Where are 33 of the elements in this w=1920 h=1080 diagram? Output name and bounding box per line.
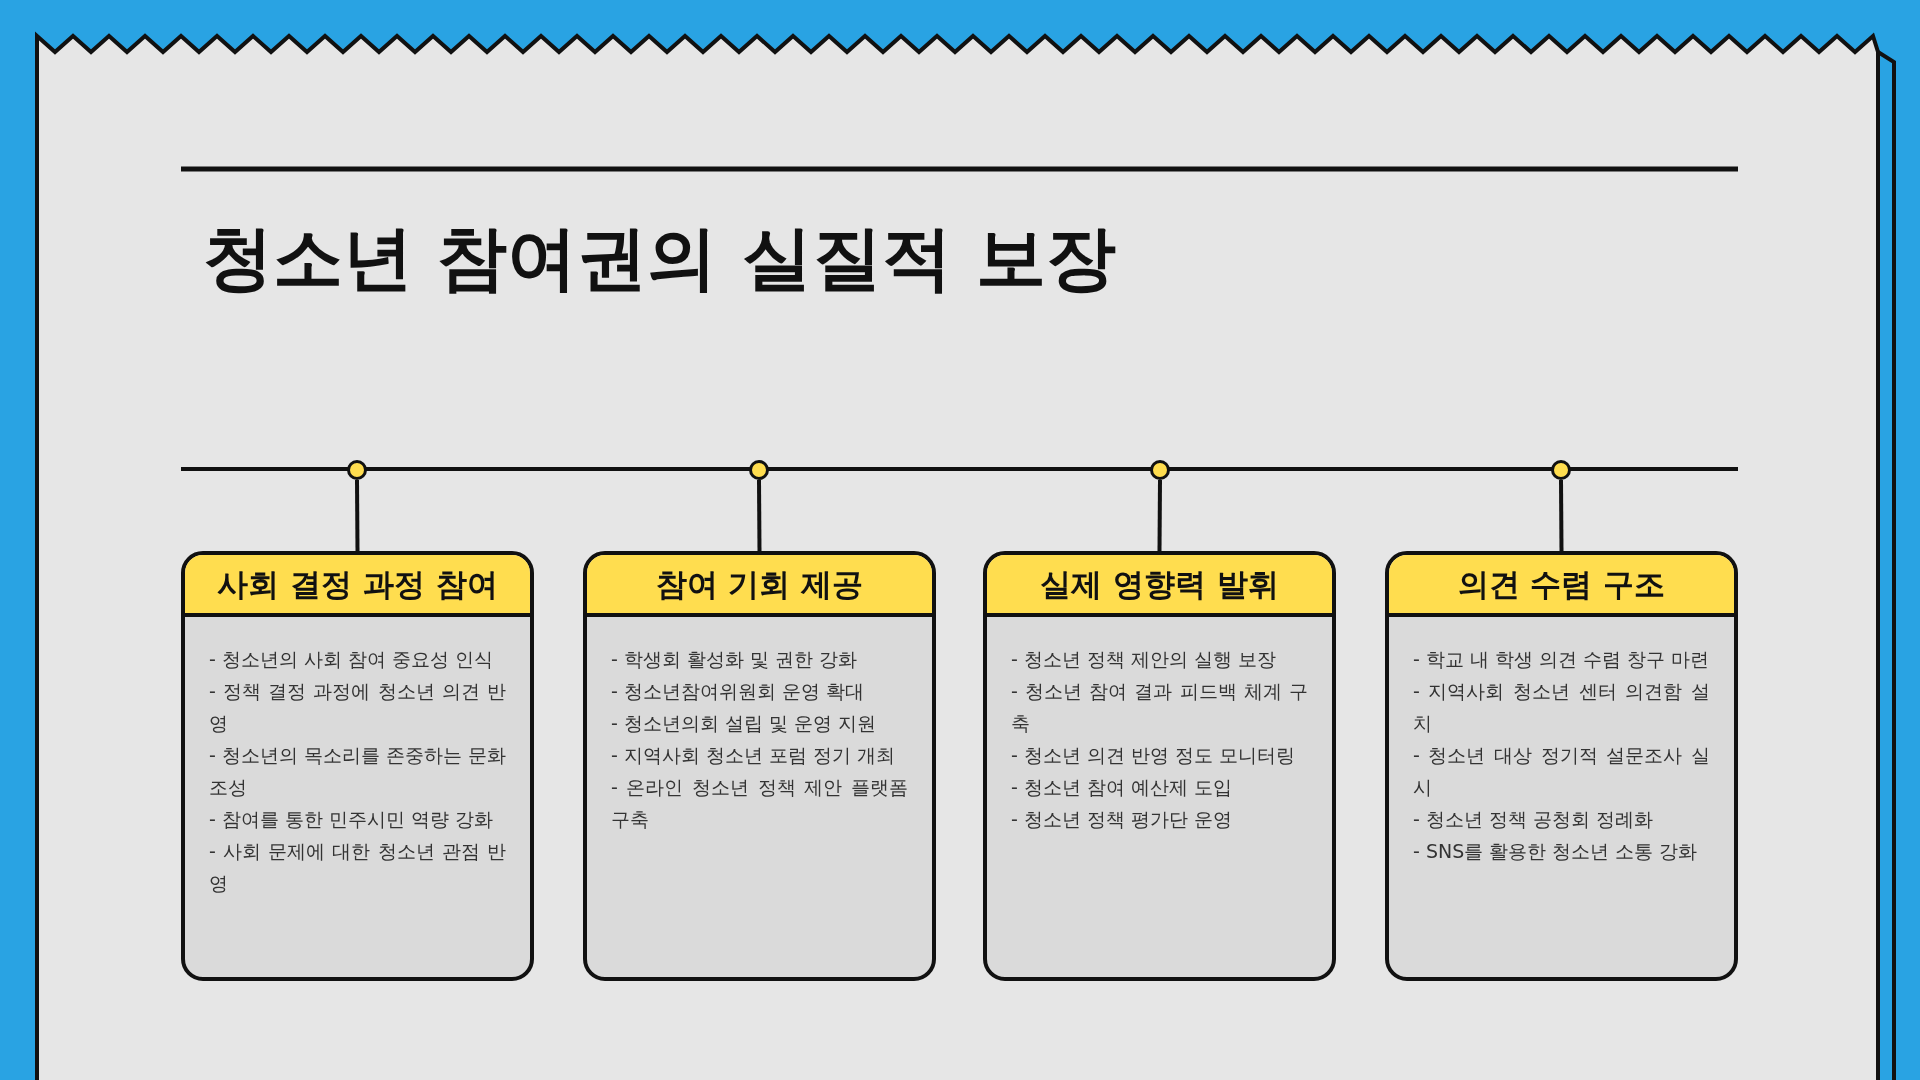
bullet-item: - 청소년의 사회 참여 중요성 인식 xyxy=(209,647,495,672)
bullet-item: - 학교 내 학생 의견 수렴 창구 마련 xyxy=(1413,647,1710,672)
connector-line xyxy=(757,480,762,551)
bullet-item: - 청소년 대상 정기적 설문조사 실시 xyxy=(1413,743,1710,800)
bullet-item: - 청소년 참여 결과 피드백 체계 구축 xyxy=(1011,679,1308,736)
bullet-item: - 청소년참여위원회 운영 확대 xyxy=(611,679,865,704)
bullet-item: - 청소년 정책 제안의 실행 보장 xyxy=(1011,647,1278,672)
card-heading: 의견 수렴 구조 xyxy=(1456,565,1667,604)
bullet-item: - 지역사회 청소년 센터 의견함 설치 xyxy=(1413,679,1710,736)
bullet-item: - 학생회 활성화 및 권한 강화 xyxy=(611,647,859,672)
bullet-item: - 청소년 참여 예산제 도입 xyxy=(1011,775,1233,800)
card-heading: 실제 영향력 발휘 xyxy=(1039,565,1280,604)
bullet-item: - SNS를 활용한 청소년 소통 강화 xyxy=(1413,839,1699,864)
category-card xyxy=(1385,551,1738,981)
bullet-item: - 참여를 통한 민주시민 역량 강화 xyxy=(209,807,495,832)
bullet-item: - 청소년의 목소리를 존중하는 문화 조성 xyxy=(209,743,506,800)
category-card xyxy=(583,551,936,981)
bullet-item: - 정책 결정 과정에 청소년 의견 반영 xyxy=(209,679,506,736)
card-heading: 참여 기회 제공 xyxy=(654,565,865,604)
bullet-item: - 청소년의회 설립 및 운영 지원 xyxy=(611,711,878,736)
bullet-item: - 사회 문제에 대한 청소년 관점 반영 xyxy=(209,839,506,896)
category-card xyxy=(181,551,534,981)
category-card xyxy=(983,551,1336,981)
bullet-item: - 지역사회 청소년 포럼 정기 개최 xyxy=(611,743,897,768)
bullet-item: - 청소년 정책 공청회 정례화 xyxy=(1413,807,1654,832)
connector-line xyxy=(1559,480,1564,551)
connector-line xyxy=(355,480,360,551)
bullet-item: - 청소년 의견 반영 정도 모니터링 xyxy=(1011,743,1297,768)
card-heading: 사회 결정 과정 참여 xyxy=(216,565,499,604)
title: 청소년 참여권의 실질적 보장 xyxy=(203,216,1117,301)
bullet-item: - 청소년 정책 평가단 운영 xyxy=(1011,807,1233,832)
bullet-item: - 온라인 청소년 정책 제안 플랫폼 구축 xyxy=(611,775,908,832)
connector-line xyxy=(1157,480,1162,551)
